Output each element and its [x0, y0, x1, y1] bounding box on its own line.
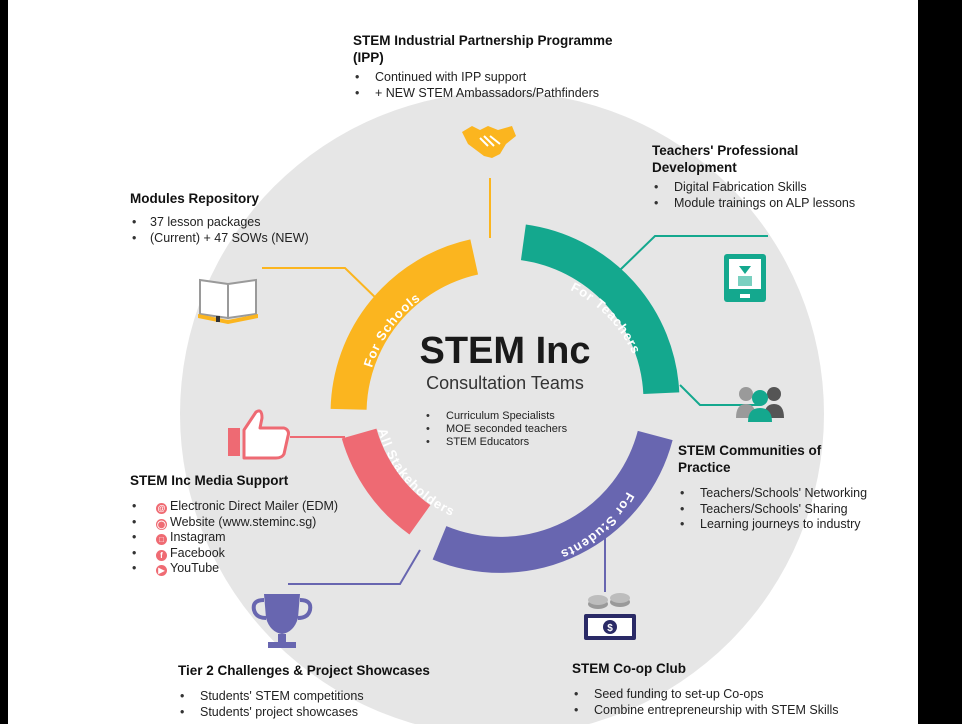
communities-title: STEM Communities of Practice — [678, 442, 867, 476]
media-item-label: Electronic Direct Mailer (EDM) — [170, 499, 339, 513]
center-block: STEM Inc Consultation Teams — [400, 330, 610, 394]
people-icon — [736, 387, 784, 422]
instagram-icon: □ — [156, 534, 167, 545]
globe-icon: ◯ — [156, 518, 167, 530]
list-item: + NEW STEM Ambassadors/Pathfinders — [353, 86, 613, 102]
center-bullets: Curriculum Specialists MOE seconded teac… — [424, 410, 567, 449]
handshake-icon — [462, 126, 516, 158]
list-item: Module trainings on ALP lessons — [652, 196, 855, 212]
list-item: Students' project showcases — [178, 705, 430, 721]
center-subtitle: Consultation Teams — [426, 373, 584, 393]
list-item: Teachers/Schools' Networking — [678, 486, 867, 502]
youtube-icon: ▶ — [156, 565, 167, 576]
coop-title: STEM Co-op Club — [572, 661, 686, 676]
media-item-youtube: ▶YouTube — [130, 561, 338, 577]
list-item: Curriculum Specialists — [424, 410, 567, 423]
modules-bullets: 37 lesson packages (Current) + 47 SOWs (… — [130, 215, 309, 246]
list-item: 37 lesson packages — [130, 215, 309, 231]
connector-tier2 — [288, 549, 421, 585]
ipp-block: STEM Industrial Partnership Programme (I… — [353, 32, 613, 101]
ring-segment-stakeholders — [341, 428, 431, 535]
mail-icon: @ — [156, 503, 167, 514]
center-title: STEM Inc — [419, 330, 591, 372]
svg-text:$: $ — [607, 623, 613, 634]
media-item-label: Website (www.steminc.sg) — [170, 514, 317, 529]
media-block: STEM Inc Media Support @Electronic Direc… — [130, 472, 338, 577]
communities-bullets: Teachers/Schools' Networking Teachers/Sc… — [678, 486, 867, 533]
list-item: Seed funding to set-up Co-ops — [572, 687, 839, 703]
list-item: Students' STEM competitions — [178, 689, 430, 705]
tier2-block: Tier 2 Challenges & Project Showcases St… — [178, 662, 430, 720]
teachers-pd-title-line2: Development — [652, 160, 737, 175]
ring-segment-students — [432, 430, 673, 573]
communities-title-line2: Practice — [678, 460, 731, 475]
list-item: Digital Fabrication Skills — [652, 180, 855, 196]
money-icon: $ — [584, 593, 636, 640]
modules-block: Modules Repository 37 lesson packages (C… — [130, 190, 309, 246]
3d-printer-icon — [724, 254, 766, 302]
teachers-pd-bullets: Digital Fabrication Skills Module traini… — [652, 180, 855, 211]
ipp-title-line1: STEM Industrial Partnership Programme — [353, 33, 613, 48]
list-item: MOE seconded teachers — [424, 423, 567, 436]
ipp-bullets: Continued with IPP support + NEW STEM Am… — [353, 70, 613, 101]
list-item: STEM Educators — [424, 436, 567, 449]
ipp-title: STEM Industrial Partnership Programme (I… — [353, 32, 613, 66]
ring-segment-teachers — [520, 224, 680, 395]
tier2-bullets: Students' STEM competitions Students' pr… — [178, 689, 430, 720]
list-item: (Current) + 47 SOWs (NEW) — [130, 231, 309, 247]
teachers-pd-title: Teachers' Professional Development — [652, 142, 855, 176]
trophy-icon — [251, 594, 313, 648]
media-item-label: YouTube — [170, 561, 220, 575]
media-item-label: Instagram — [170, 530, 226, 544]
modules-title: Modules Repository — [130, 191, 260, 206]
media-item-instagram: □Instagram — [130, 530, 338, 546]
list-item: Continued with IPP support — [353, 70, 613, 86]
book-icon — [198, 278, 258, 324]
media-item-label: Facebook — [170, 545, 225, 560]
connector-communities — [679, 384, 760, 406]
media-list: @Electronic Direct Mailer (EDM) ◯Website… — [130, 499, 338, 577]
background-circle — [180, 92, 824, 724]
coop-bullets: Seed funding to set-up Co-ops Combine en… — [572, 687, 839, 718]
list-item: Learning journeys to industry — [678, 517, 867, 533]
teachers-pd-title-line1: Teachers' Professional — [652, 143, 799, 158]
coop-block: STEM Co-op Club Seed funding to set-up C… — [572, 660, 839, 718]
ipp-title-line2: (IPP) — [353, 50, 384, 65]
list-item: Teachers/Schools' Sharing — [678, 502, 867, 518]
media-item-website: ◯Website (www.steminc.sg) — [130, 515, 338, 531]
media-title: STEM Inc Media Support — [130, 473, 289, 488]
list-item: Combine entrepreneurship with STEM Skill… — [572, 703, 839, 719]
communities-title-line1: STEM Communities of — [678, 443, 822, 458]
thumbs-up-icon — [228, 409, 290, 460]
ring-segment-schools — [330, 239, 479, 411]
tier2-title: Tier 2 Challenges & Project Showcases — [178, 663, 430, 678]
media-item-edm: @Electronic Direct Mailer (EDM) — [130, 499, 338, 515]
connector-teachers-pd — [619, 235, 768, 271]
connector-modules — [262, 267, 381, 303]
teachers-pd-block: Teachers' Professional Development Digit… — [652, 142, 855, 211]
facebook-icon: f — [156, 549, 167, 561]
communities-block: STEM Communities of Practice Teachers/Sc… — [678, 442, 867, 533]
